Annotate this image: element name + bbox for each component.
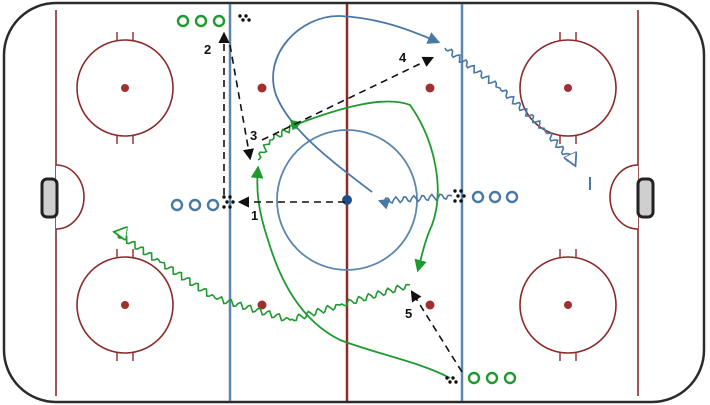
step-label-1: 1 xyxy=(251,208,258,223)
player-group-green-top xyxy=(176,14,226,28)
green-skate-path-wavy-lower xyxy=(115,232,411,322)
puck-stack-top xyxy=(238,14,251,22)
center-faceoff-dot xyxy=(342,195,352,205)
player-group-blue-right xyxy=(471,190,519,204)
green-skate-path-loop xyxy=(299,100,439,273)
blue-skate-path-into-center xyxy=(377,193,453,210)
step-label-5: 5 xyxy=(405,306,412,321)
faceoff-circle-top-right xyxy=(519,32,617,144)
neutral-dot-bottom-left xyxy=(257,300,267,310)
blue-skate-path-wavy-right xyxy=(444,47,575,165)
pass-line-5 xyxy=(410,290,463,373)
step-label-3: 3 xyxy=(250,128,257,143)
faceoff-circle-top-left xyxy=(76,32,174,144)
pass-line-4 xyxy=(261,56,435,141)
neutral-dot-top-left xyxy=(257,83,267,93)
neutral-dot-top-right xyxy=(425,83,435,93)
step-label-2: 2 xyxy=(204,42,211,57)
player-group-green-bottom xyxy=(467,371,517,385)
net-left xyxy=(40,177,59,219)
blue-skate-path-loop xyxy=(272,15,441,193)
player-group-blue-left xyxy=(170,198,220,212)
green-skate-path-wavy-upper xyxy=(257,119,303,161)
step-label-4: 4 xyxy=(399,50,407,65)
puck-stack-right xyxy=(453,189,466,203)
crease-left xyxy=(55,164,85,230)
green-skate-path-curve-bottom xyxy=(250,165,451,379)
puck-stack-left xyxy=(222,195,235,209)
faceoff-circle-bottom-right xyxy=(519,249,617,361)
neutral-dot-bottom-right xyxy=(425,300,435,310)
crease-right xyxy=(609,164,639,230)
net-right xyxy=(636,177,655,219)
puck-stack-bottom xyxy=(445,376,458,384)
faceoff-circle-bottom-left xyxy=(76,249,174,361)
